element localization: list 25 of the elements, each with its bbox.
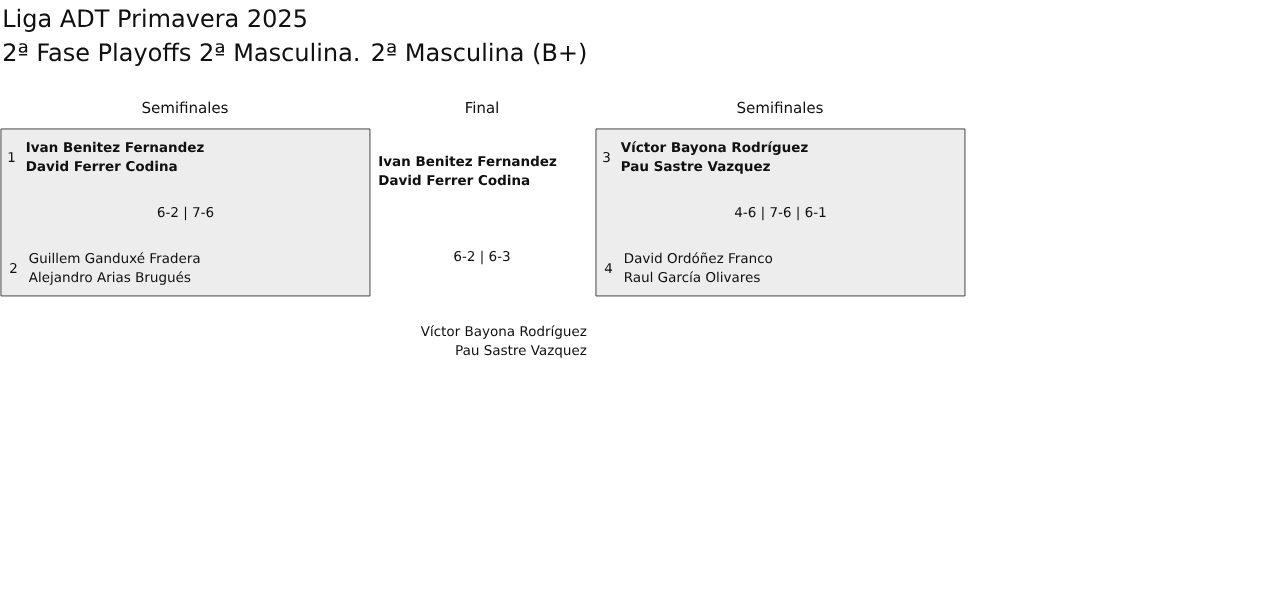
player-name: Guillem Ganduxé Fradera [29, 252, 200, 264]
score-text: 6-2 | 7-6 [157, 206, 214, 221]
player-name: Ivan Benitez Fernandez [379, 155, 557, 167]
player-name: Víctor Bayona Rodríguez [420, 325, 587, 339]
score-text: 4-6 | 7-6 | 6-1 [734, 206, 826, 221]
round-heading: Semifinales [142, 101, 228, 114]
round-heading: Semifinales [737, 101, 823, 114]
title: Liga ADT Primavera 2025 [4, 8, 306, 32]
player-name: Alejandro Arias Brugués [28, 271, 191, 285]
player-name: Ivan Benitez Fernandez [26, 141, 204, 153]
seed-number: 4 [604, 263, 613, 273]
match-box [595, 128, 966, 297]
subtitle: 2ª Fase Playoffs 2ª Masculina. 2ª Masculina (B+) [4, 42, 586, 66]
player-name: Raul García Olivares [625, 271, 760, 283]
round-heading: Final [466, 101, 498, 114]
player-name: Pau Sastre Vazquez [456, 345, 587, 358]
seed-number: 3 [603, 152, 610, 163]
score-text: 6-2 | 6-3 [454, 250, 510, 265]
player-name: Víctor Bayona Rodríguez [620, 141, 808, 155]
player-name: David Ferrer Codina [26, 160, 177, 172]
seed-number: 1 [8, 152, 15, 162]
seed-number: 2 [10, 263, 17, 273]
player-name: David Ordóñez Franco [625, 252, 773, 264]
match-box [0, 128, 371, 297]
player-name: Pau Sastre Vazquez [621, 161, 770, 174]
